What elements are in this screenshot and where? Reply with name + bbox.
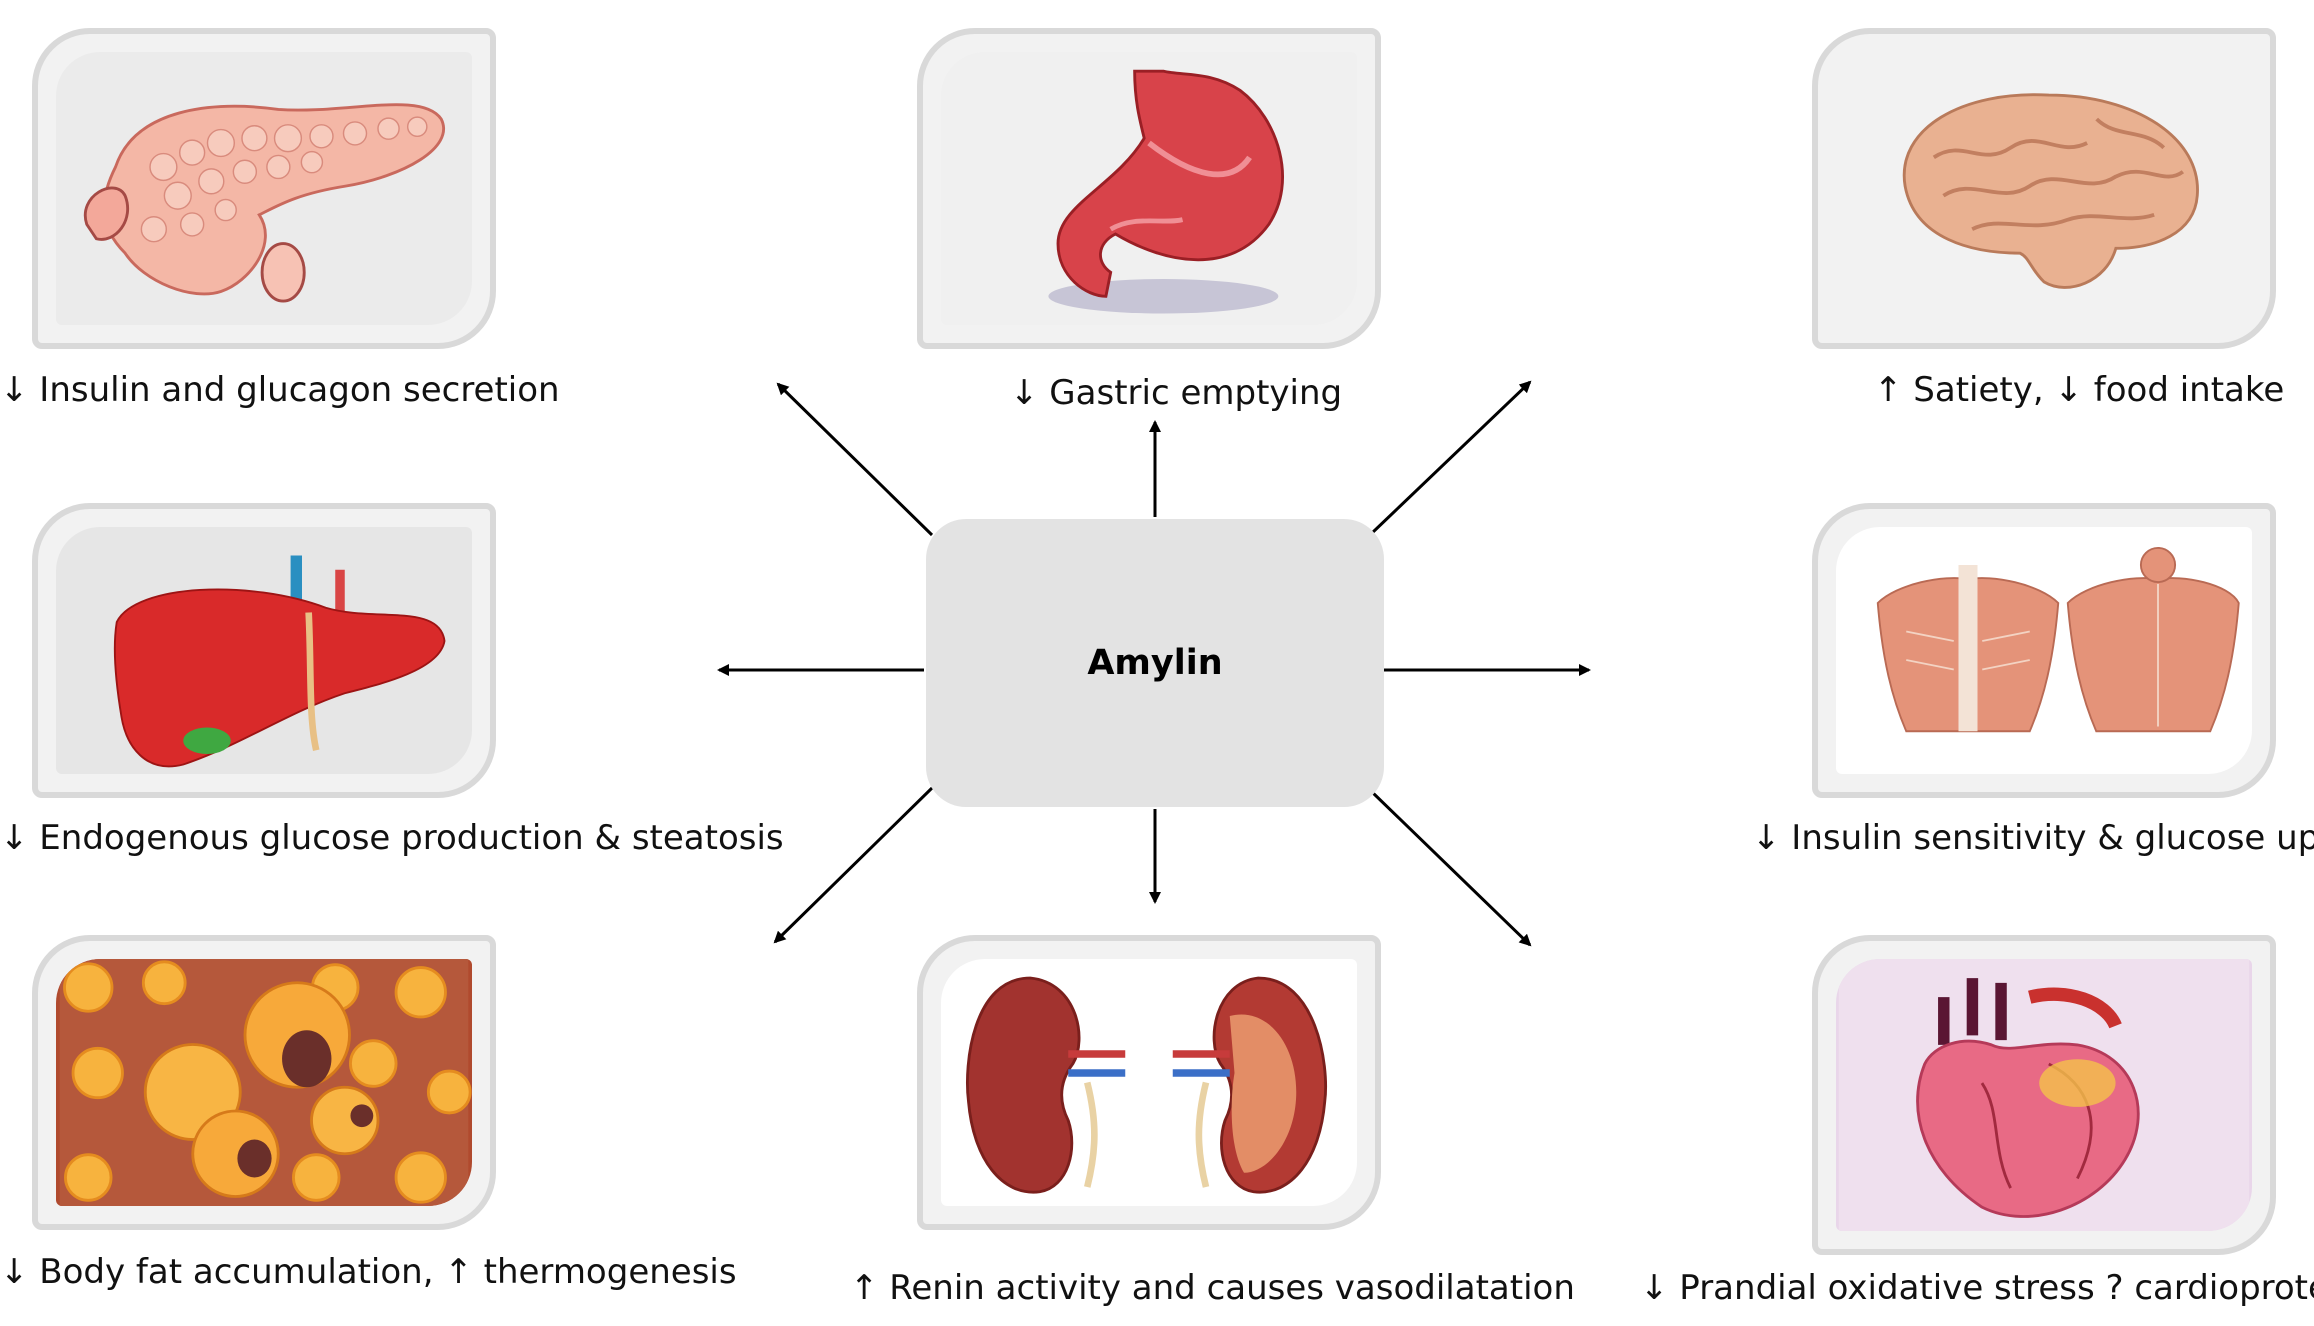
fat-cells-icon bbox=[56, 959, 472, 1206]
brain-frame bbox=[1812, 28, 2276, 349]
muscle-frame bbox=[1812, 503, 2276, 798]
heart-icon bbox=[1836, 959, 2252, 1231]
arrow-to-pancreas bbox=[776, 382, 934, 537]
liver-frame bbox=[32, 503, 496, 798]
amylin-center-box: Amylin bbox=[926, 519, 1384, 807]
effect-label-pancreas: ↓ Insulin and glucagon secretion bbox=[0, 370, 560, 410]
stomach-icon bbox=[941, 52, 1357, 325]
arrow-to-brain bbox=[1370, 380, 1532, 535]
stomach-frame bbox=[917, 28, 1381, 349]
arrow-to-heart bbox=[1370, 790, 1532, 947]
heart-frame bbox=[1812, 935, 2276, 1255]
effect-label-brain: ↑ Satiety, ↓ food intake bbox=[1874, 370, 2285, 410]
liver-icon bbox=[56, 527, 472, 774]
arrow-to-fat bbox=[773, 786, 934, 944]
effect-label-muscle: ↓ Insulin sensitivity & glucose uptake bbox=[1752, 818, 2314, 858]
effect-label-fat: ↓ Body fat accumulation, ↑ thermogenesis bbox=[0, 1252, 737, 1292]
brain-icon bbox=[1836, 52, 2252, 325]
effect-label-liver: ↓ Endogenous glucose production & steato… bbox=[0, 818, 784, 858]
pancreas-icon bbox=[56, 52, 472, 325]
kidney-frame bbox=[917, 935, 1381, 1230]
kidney-icon bbox=[941, 959, 1357, 1206]
effect-label-heart: ↓ Prandial oxidative stress ? cardioprot… bbox=[1640, 1268, 2314, 1308]
pancreas-frame bbox=[32, 28, 496, 349]
effect-label-stomach: ↓ Gastric emptying bbox=[1010, 373, 1343, 413]
fat-frame bbox=[32, 935, 496, 1230]
muscle-icon bbox=[1836, 527, 2252, 774]
amylin-label: Amylin bbox=[1087, 643, 1223, 683]
effect-label-kidney: ↑ Renin activity and causes vasodilatati… bbox=[850, 1268, 1575, 1308]
